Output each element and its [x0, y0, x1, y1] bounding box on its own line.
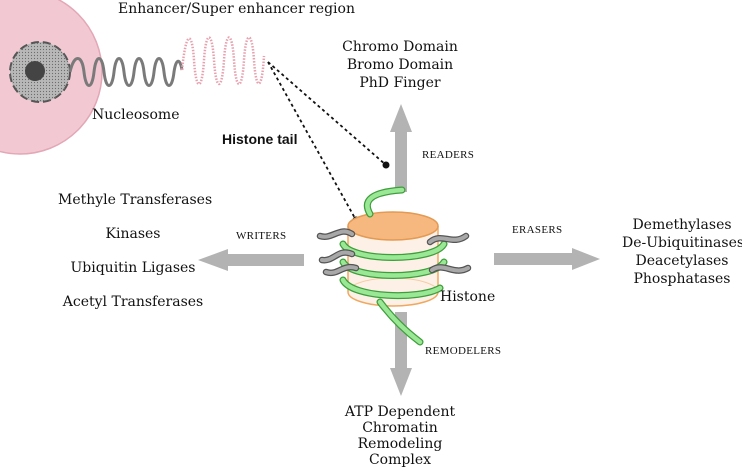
writer-item: Kinases: [105, 226, 161, 242]
histone-label: Histone: [440, 289, 496, 305]
histone-icon: [316, 186, 472, 346]
arrow-up: [390, 104, 412, 192]
arrow-left: [198, 249, 304, 271]
writer-item: Acetyl Transferases: [62, 294, 204, 310]
nucleosome-icon: [9, 41, 71, 103]
nucleosome-label: Nucleosome: [92, 107, 180, 123]
writers-list: Methyle Transferases Kinases Ubiquitin L…: [58, 192, 213, 315]
eraser-item: Demethylases: [632, 217, 732, 233]
reader-item: PhD Finger: [359, 75, 441, 91]
chromatin-fiber: [68, 57, 184, 87]
remodeler-item: Complex: [368, 452, 432, 468]
remodeler-item: Remodeling: [357, 436, 443, 452]
enhancer-dna-strand: [180, 36, 266, 85]
erasers-category-label: ERASERS: [512, 224, 563, 236]
region-label: Enhancer/Super enhancer region: [118, 1, 355, 17]
readers-category-label: READERS: [422, 149, 475, 161]
remodelers-category-label: REMODELERS: [425, 345, 502, 357]
eraser-item: Phosphatases: [633, 271, 731, 287]
reader-item: Chromo Domain: [342, 39, 458, 55]
eraser-item: Deacetylases: [635, 253, 729, 269]
writer-item: Ubiquitin Ligases: [70, 260, 196, 276]
reader-item: Bromo Domain: [346, 57, 454, 73]
writers-category-label: WRITERS: [236, 230, 287, 242]
remodeler-item: Chromatin: [362, 420, 438, 436]
histone-tail-label: Histone tail: [222, 131, 298, 147]
eraser-item: De-Ubiquitinases: [622, 235, 742, 251]
arrow-right: [494, 248, 600, 270]
remodeler-item: ATP Dependent: [344, 404, 456, 420]
erasers-list: Demethylases De-Ubiquitinases Deacetylas…: [622, 218, 742, 290]
remodelers-list: ATP Dependent Chromatin Remodeling Compl…: [330, 405, 470, 469]
readers-list: Chromo Domain Bromo Domain PhD Finger: [340, 40, 460, 94]
writer-item: Methyle Transferases: [58, 192, 213, 208]
